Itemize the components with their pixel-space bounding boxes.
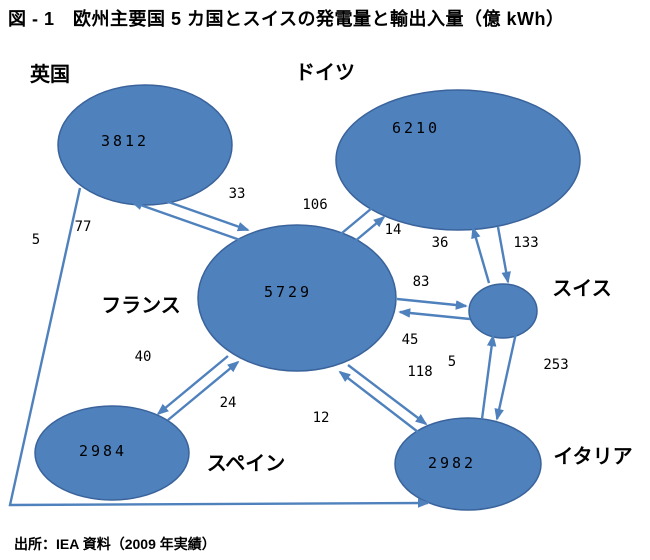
edge-arrow-switzerland-to-germany	[471, 226, 491, 284]
edge-label-germany-to-italy: 253	[543, 357, 568, 373]
edge-label-spain-to-france: 24	[220, 395, 237, 411]
edge-label-uk-to-italy: 5	[32, 232, 40, 248]
edge-arrow-uk-to-italy	[8, 187, 430, 508]
edge-arrow-switzerland-to-france	[398, 308, 471, 321]
node-value-uk: 3812	[101, 132, 149, 150]
node-value-germany: 6210	[392, 119, 440, 137]
node-value-france: 5729	[264, 283, 312, 301]
node-spain	[34, 405, 190, 501]
edge-label-france-to-spain: 40	[135, 349, 152, 365]
edge-arrow-germany-to-italy	[494, 332, 518, 421]
edge-arrow-italy-to-france	[338, 370, 419, 433]
edge-label-uk-to-france: 33	[229, 186, 246, 202]
node-italy	[394, 417, 542, 511]
node-label-france: フランス	[101, 295, 181, 317]
edge-label-france-to-italy: 118	[407, 364, 432, 380]
node-switzerland	[468, 283, 538, 339]
edge-label-switzerland-to-germany: 36	[432, 235, 449, 251]
node-value-spain: 2984	[79, 442, 127, 460]
node-label-spain: スペイン	[207, 453, 286, 475]
node-uk	[57, 84, 233, 206]
edge-arrow-spain-to-france	[167, 360, 240, 421]
node-label-switzerland: スイス	[552, 278, 611, 300]
edge-arrow-france-to-uk	[130, 200, 241, 242]
edge-label-germany-to-france: 106	[302, 197, 327, 213]
node-label-germany: ドイツ	[295, 62, 355, 84]
edge-label-switzerland-to-france: 45	[402, 332, 419, 348]
edge-label-italy-to-france: 12	[313, 410, 330, 426]
node-value-italy: 2982	[428, 454, 476, 472]
edge-label-france-to-germany: 14	[385, 222, 402, 238]
edge-label-italy-to-switzerland: 5	[448, 354, 456, 370]
edge-arrow-france-to-germany	[341, 215, 386, 253]
edge-label-germany-to-switzerland: 133	[513, 235, 538, 251]
edge-arrow-france-to-italy	[347, 364, 428, 426]
edge-arrow-france-to-spain	[156, 355, 229, 416]
edge-arrow-uk-to-france	[139, 190, 250, 232]
edge-arrow-italy-to-switzerland	[480, 334, 497, 420]
figure-title: 図 - 1 欧州主要国 5 カ国とスイスの発電量と輸出入量（億 kWh）	[8, 9, 565, 29]
edge-label-france-to-switzerland: 83	[413, 274, 430, 290]
edge-label-france-to-uk: 77	[75, 219, 92, 235]
node-france	[197, 224, 397, 372]
node-label-uk: 英国	[30, 62, 70, 86]
node-germany	[335, 89, 581, 231]
figure-source: 出所：IEA 資料（2009 年実績）	[14, 536, 216, 552]
node-label-italy: イタリア	[553, 445, 632, 468]
edge-arrow-germany-to-switzerland	[496, 226, 511, 284]
edge-arrow-germany-to-france	[328, 207, 373, 245]
edge-arrow-france-to-switzerland	[396, 297, 468, 310]
